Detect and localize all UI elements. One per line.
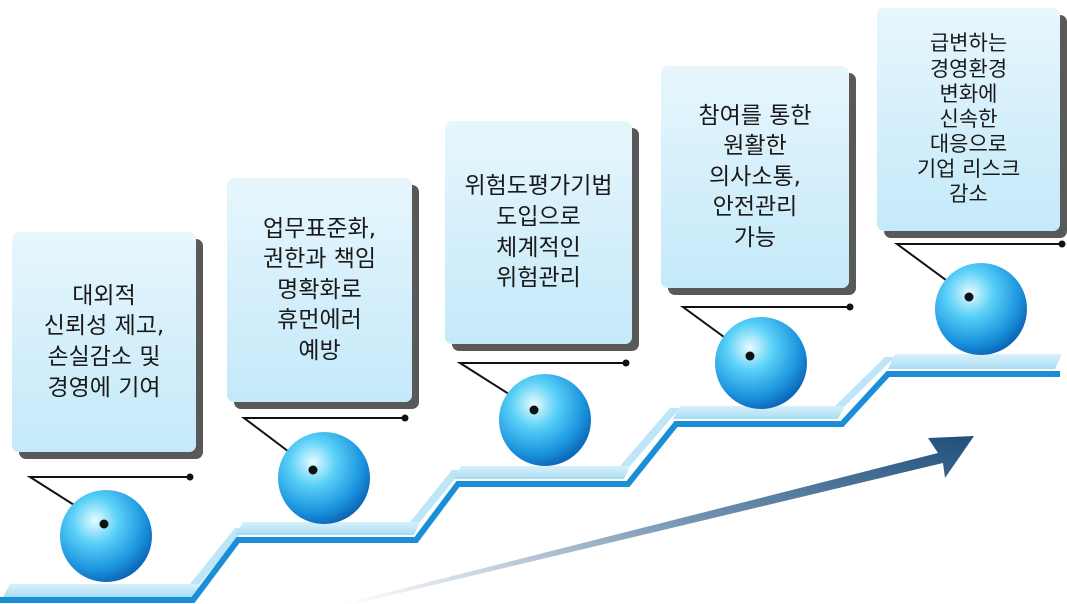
step-riser-2 bbox=[410, 470, 462, 522]
stage-card-4-text: 참여를 통한 원활한 의사소통, 안전관리 가능 bbox=[698, 102, 812, 251]
sphere-5 bbox=[935, 263, 1027, 355]
step-tread-1 bbox=[3, 584, 200, 597]
growth-arrow bbox=[346, 436, 974, 604]
stage-card-3: 위험도평가기법 도입으로 체계적인 위험관리 bbox=[445, 121, 632, 344]
connector-line-5 bbox=[893, 243, 1062, 298]
step-tread-3 bbox=[454, 466, 630, 479]
stage-card-4: 참여를 통한 원활한 의사소통, 안전관리 가능 bbox=[661, 66, 849, 288]
step-riser-1 bbox=[190, 528, 245, 584]
stage-card-2: 업무표준화, 권한과 책임 명확화로 휴먼에러 예방 bbox=[227, 178, 412, 402]
step-riser-4 bbox=[835, 357, 895, 406]
staircase bbox=[0, 354, 1062, 603]
stage-card-2-text: 업무표준화, 권한과 책임 명확화로 휴먼에러 예방 bbox=[262, 215, 377, 364]
staircase-edge bbox=[0, 371, 1060, 603]
sphere-4 bbox=[715, 317, 807, 409]
stage-card-1-text: 대외적 신뢰성 제고, 손실감소 및 경영에 기여 bbox=[43, 282, 165, 401]
sphere-2 bbox=[278, 432, 370, 524]
stage-card-5-text: 급변하는 경영환경 변화에 신속한 대응으로 기업 리스크 감소 bbox=[916, 31, 1021, 207]
stage-card-3-text: 위험도평가기법 도입으로 체계적인 위험관리 bbox=[464, 173, 613, 292]
sphere-3 bbox=[499, 374, 591, 466]
step-tread-4 bbox=[673, 406, 845, 419]
step-riser-3 bbox=[620, 408, 680, 466]
step-tread-5 bbox=[888, 354, 1062, 369]
spheres bbox=[60, 263, 1027, 582]
pointer-dots bbox=[99, 292, 974, 529]
stage-card-5: 급변하는 경영환경 변화에 신속한 대응으로 기업 리스크 감소 bbox=[877, 8, 1060, 231]
step-tread-2 bbox=[236, 522, 420, 535]
sphere-1 bbox=[60, 490, 152, 582]
stage-card-1: 대외적 신뢰성 제고, 손실감소 및 경영에 기여 bbox=[12, 232, 196, 452]
